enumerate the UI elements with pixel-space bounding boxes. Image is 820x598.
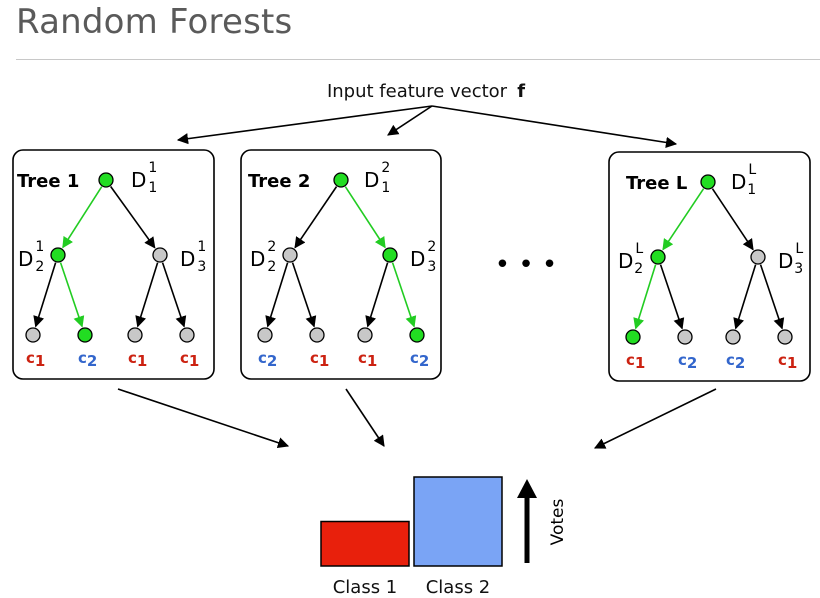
tree-edge — [365, 262, 389, 328]
tree-edge — [633, 264, 657, 330]
split-node-right — [750, 249, 766, 265]
votes-axis-label: Votes — [548, 499, 568, 546]
input-label-text: Input feature vector — [327, 81, 508, 102]
tree-box — [12, 149, 215, 380]
split-node-right — [382, 247, 398, 263]
leaf-class-label: c1 — [26, 349, 45, 370]
tree-edge — [662, 188, 705, 251]
tree-label: Tree 1 — [17, 171, 79, 192]
tree-edge — [344, 186, 386, 249]
input-arrows — [176, 105, 678, 148]
tree-label: Tree L — [626, 173, 687, 194]
tree-edge — [733, 264, 757, 330]
root-node — [98, 172, 114, 188]
leaf-node — [257, 327, 273, 343]
leaf-class-label: c2 — [678, 351, 697, 372]
title-divider — [16, 59, 820, 60]
leaf-node — [77, 327, 93, 343]
leaf-class-label: c2 — [726, 351, 745, 372]
tree-edge — [711, 188, 754, 251]
tree-edge — [294, 186, 338, 249]
leaf-class-label: c2 — [78, 349, 97, 370]
tree-edge — [62, 186, 103, 249]
leaf-node — [309, 327, 325, 343]
leaf-node — [127, 327, 143, 343]
input-symbol: f — [517, 81, 525, 102]
tree-box — [608, 151, 811, 382]
root-node — [700, 174, 716, 190]
leaf-node — [25, 327, 41, 343]
tree-edge — [291, 262, 317, 328]
leaf-node — [625, 329, 641, 345]
leaf-class-label: c2 — [258, 349, 277, 370]
leaf-node — [357, 327, 373, 343]
tree-edge — [33, 262, 57, 328]
tree-edge — [759, 264, 785, 330]
tree-edge — [161, 262, 187, 328]
leaf-node — [179, 327, 195, 343]
leaf-class-label: c1 — [778, 351, 797, 372]
ellipsis-dots: • • • — [495, 250, 558, 280]
leaf-class-label: c1 — [358, 349, 377, 370]
tree-edge — [265, 262, 289, 328]
input-label: Input feature vector f — [327, 81, 525, 102]
leaf-class-label: c2 — [410, 349, 429, 370]
leaf-class-label: c1 — [180, 349, 199, 370]
class2-bar — [413, 476, 503, 567]
split-node-left — [282, 247, 298, 263]
class2-label: Class 2 — [426, 577, 491, 598]
root-node — [333, 172, 349, 188]
tree-edge — [59, 262, 85, 328]
page-title: Random Forests — [16, 2, 293, 42]
tree-edge — [659, 264, 685, 330]
leaf-node — [725, 329, 741, 345]
class1-label: Class 1 — [333, 577, 398, 598]
tree-edge — [135, 262, 159, 328]
split-node-left — [50, 247, 66, 263]
leaf-node — [777, 329, 793, 345]
leaf-class-label: c1 — [128, 349, 147, 370]
tree-edge — [110, 186, 156, 249]
tree-edge — [391, 262, 417, 328]
leaf-class-label: c1 — [310, 349, 329, 370]
tree-box — [240, 149, 442, 380]
split-node-left — [650, 249, 666, 265]
votes-bar-chart: Class 1 Class 2 Votes — [320, 476, 568, 598]
output-arrows — [117, 388, 717, 449]
votes-arrowhead-icon — [517, 479, 537, 498]
leaf-node — [409, 327, 425, 343]
tree-label: Tree 2 — [248, 171, 310, 192]
class1-bar — [320, 520, 410, 567]
leaf-class-label: c1 — [626, 351, 645, 372]
split-node-right — [152, 247, 168, 263]
leaf-node — [677, 329, 693, 345]
